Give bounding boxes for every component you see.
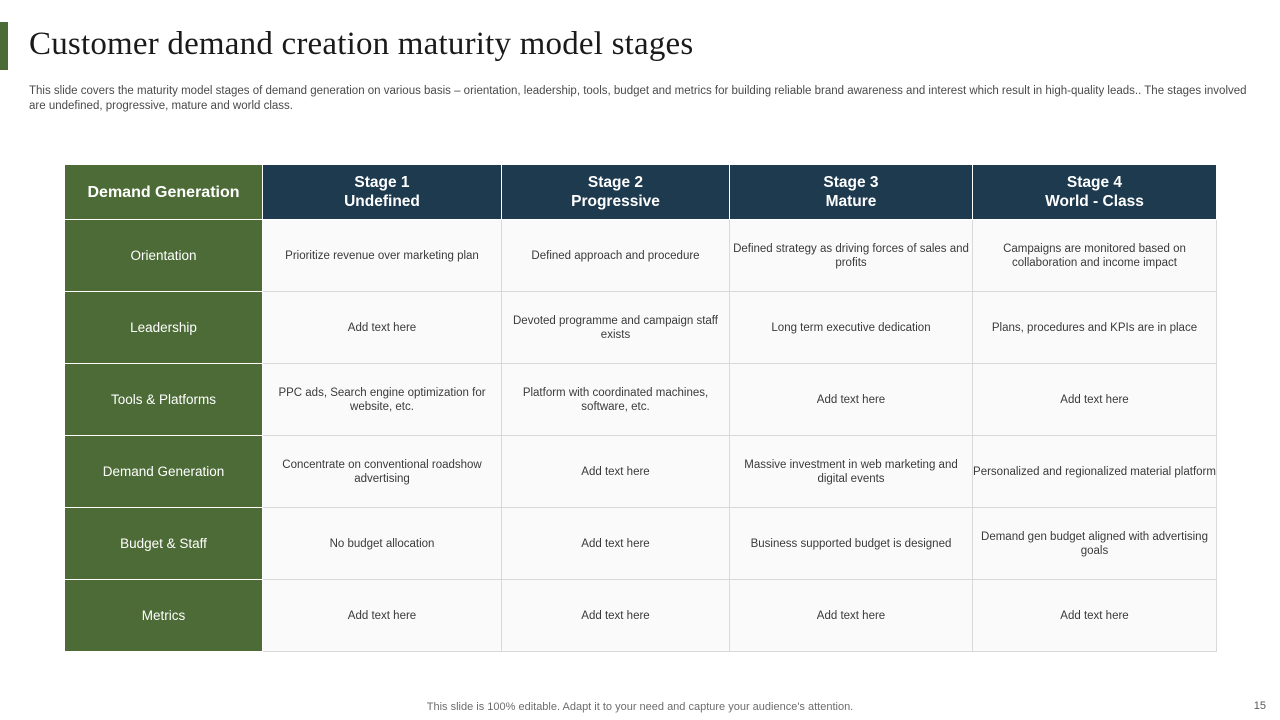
table-body: Orientation Prioritize revenue over mark… xyxy=(64,219,1217,652)
row-label-orientation: Orientation xyxy=(64,219,263,292)
cell-budget-stage4: Demand gen budget aligned with advertisi… xyxy=(972,507,1217,580)
cell-orientation-stage4: Campaigns are monitored based on collabo… xyxy=(972,219,1217,292)
cell-tools-stage1: PPC ads, Search engine optimization for … xyxy=(262,363,502,436)
cell-budget-stage2: Add text here xyxy=(501,507,730,580)
table-header: Demand Generation Stage 1 Undefined Stag… xyxy=(64,164,1217,220)
cell-tools-stage3: Add text here xyxy=(729,363,973,436)
cell-demandgen-stage4: Personalized and regionalized material p… xyxy=(972,435,1217,508)
header-stage-3-line2: Mature xyxy=(825,193,877,210)
footer-note: This slide is 100% editable. Adapt it to… xyxy=(426,701,854,713)
title-accent-bar xyxy=(0,22,8,70)
row-label-leadership: Leadership xyxy=(64,291,263,364)
header-stage-3: Stage 3 Mature xyxy=(729,164,973,220)
header-demand-generation: Demand Generation xyxy=(64,164,263,220)
cell-orientation-stage2: Defined approach and procedure xyxy=(501,219,730,292)
cell-budget-stage3: Business supported budget is designed xyxy=(729,507,973,580)
table-row: Leadership Add text here Devoted program… xyxy=(64,291,1217,364)
cell-tools-stage2: Platform with coordinated machines, soft… xyxy=(501,363,730,436)
cell-leadership-stage2: Devoted programme and campaign staff exi… xyxy=(501,291,730,364)
page-number: 15 xyxy=(1253,700,1266,712)
cell-leadership-stage1: Add text here xyxy=(262,291,502,364)
table-row: Budget & Staff No budget allocation Add … xyxy=(64,507,1217,580)
header-stage-1-line1: Stage 1 xyxy=(354,174,410,191)
header-stage-1: Stage 1 Undefined xyxy=(262,164,502,220)
table-row: Orientation Prioritize revenue over mark… xyxy=(64,219,1217,292)
cell-demandgen-stage3: Massive investment in web marketing and … xyxy=(729,435,973,508)
cell-demandgen-stage1: Concentrate on conventional roadshow adv… xyxy=(262,435,502,508)
page-title: Customer demand creation maturity model … xyxy=(29,26,694,62)
cell-orientation-stage3: Defined strategy as driving forces of sa… xyxy=(729,219,973,292)
row-label-budget-staff: Budget & Staff xyxy=(64,507,263,580)
row-label-tools-platforms: Tools & Platforms xyxy=(64,363,263,436)
cell-demandgen-stage2: Add text here xyxy=(501,435,730,508)
header-stage-3-line1: Stage 3 xyxy=(823,174,879,191)
cell-orientation-stage1: Prioritize revenue over marketing plan xyxy=(262,219,502,292)
header-stage-2: Stage 2 Progressive xyxy=(501,164,730,220)
row-label-demand-generation: Demand Generation xyxy=(64,435,263,508)
header-stage-2-line1: Stage 2 xyxy=(587,174,644,191)
header-stage-1-line2: Undefined xyxy=(344,193,420,210)
row-label-metrics: Metrics xyxy=(64,579,263,652)
header-stage-2-line2: Progressive xyxy=(571,193,660,210)
cell-metrics-stage3: Add text here xyxy=(729,579,973,652)
table-row: Demand Generation Concentrate on convent… xyxy=(64,435,1217,508)
header-stage-4-line1: Stage 4 xyxy=(1066,174,1123,191)
maturity-model-table: Demand Generation Stage 1 Undefined Stag… xyxy=(64,164,1217,652)
cell-metrics-stage4: Add text here xyxy=(972,579,1217,652)
cell-leadership-stage4: Plans, procedures and KPIs are in place xyxy=(972,291,1217,364)
table-row: Tools & Platforms PPC ads, Search engine… xyxy=(64,363,1217,436)
cell-tools-stage4: Add text here xyxy=(972,363,1217,436)
header-stage-4-line2: World - Class xyxy=(1045,193,1144,210)
slide-description: This slide covers the maturity model sta… xyxy=(29,85,1247,112)
header-stage-4: Stage 4 World - Class xyxy=(972,164,1217,220)
cell-budget-stage1: No budget allocation xyxy=(262,507,502,580)
cell-metrics-stage2: Add text here xyxy=(501,579,730,652)
table-header-row: Demand Generation Stage 1 Undefined Stag… xyxy=(64,164,1217,220)
cell-leadership-stage3: Long term executive dedication xyxy=(729,291,973,364)
table-row: Metrics Add text here Add text here Add … xyxy=(64,579,1217,652)
cell-metrics-stage1: Add text here xyxy=(262,579,502,652)
